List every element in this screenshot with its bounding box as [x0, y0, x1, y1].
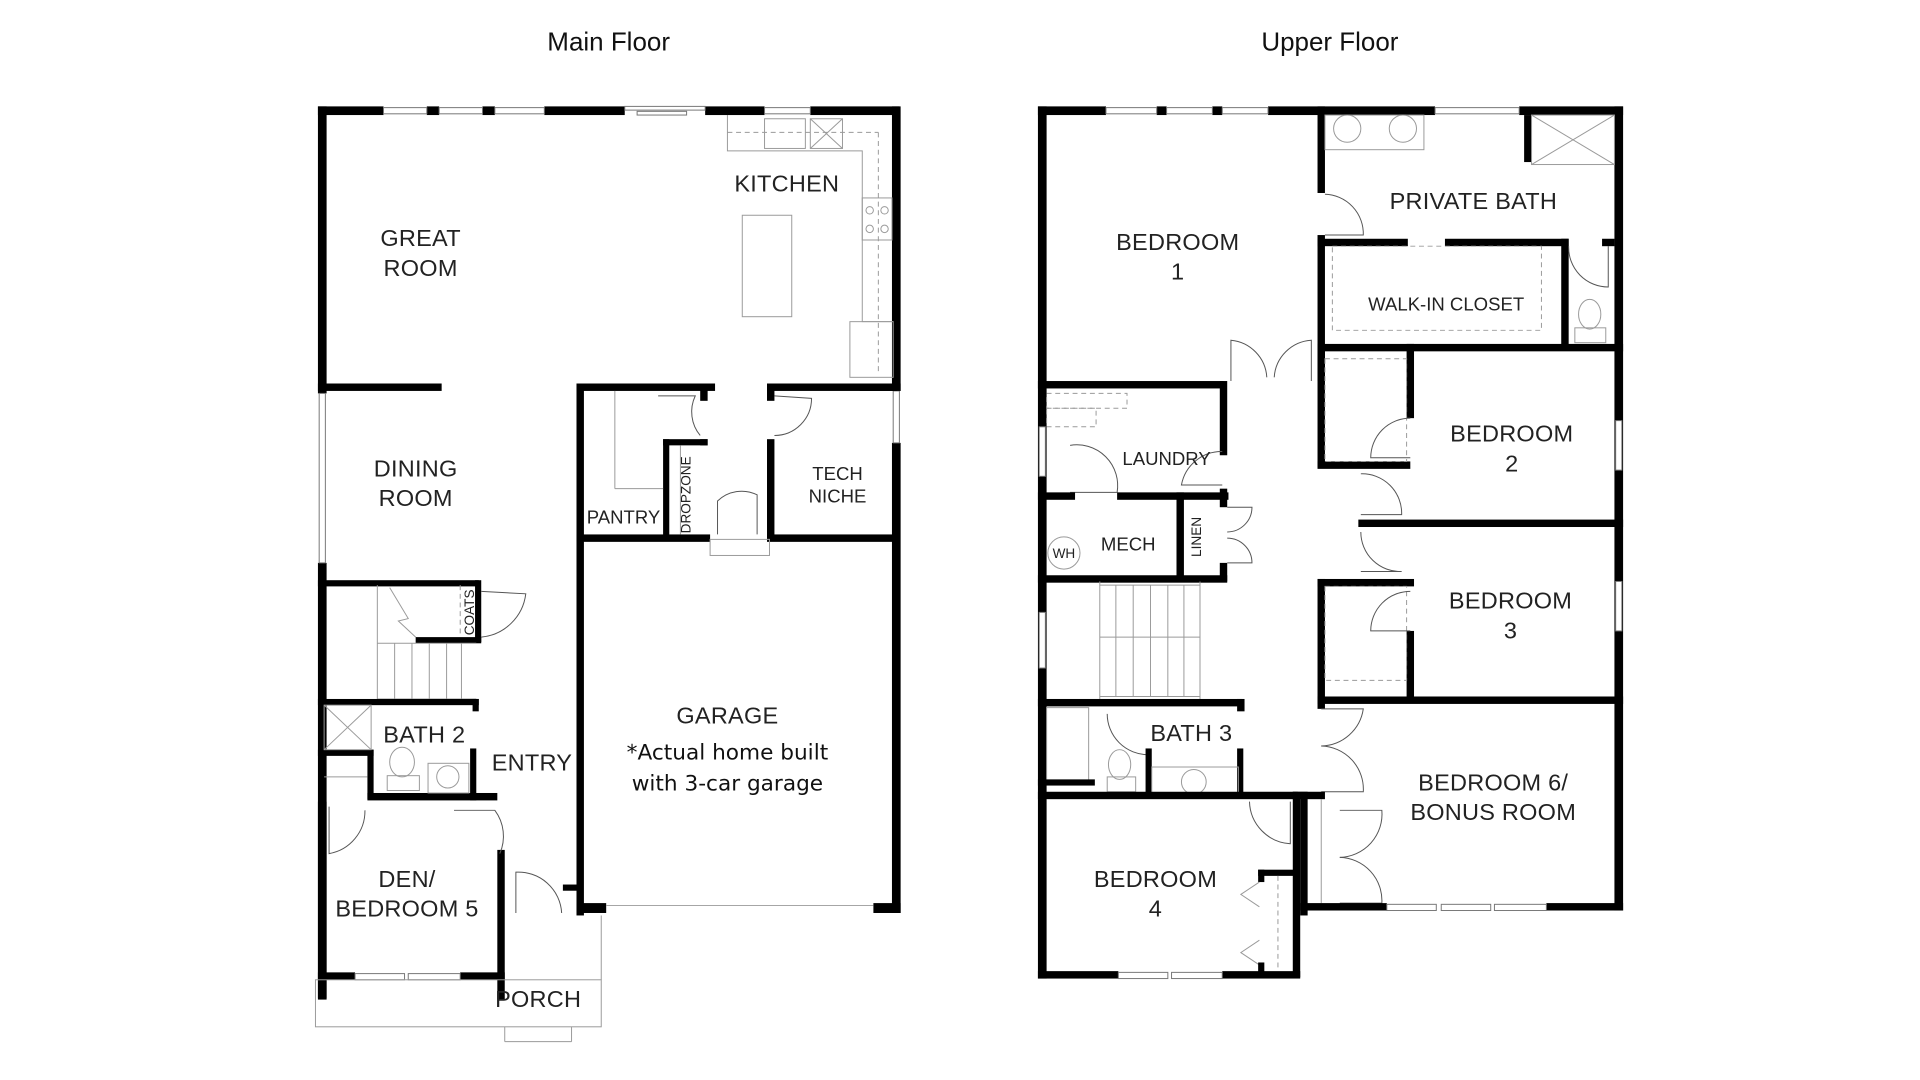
main-floor-plan — [314, 105, 901, 1043]
room-den-line1: DEN/ — [378, 866, 435, 892]
room-bedroom-6-line2: BONUS ROOM — [1410, 799, 1576, 825]
room-pantry: PANTRY — [587, 506, 661, 527]
main-floor-title: Main Floor — [547, 27, 670, 57]
room-bedroom-4-line2: 4 — [1149, 896, 1162, 922]
room-dropzone: DROPZONE — [678, 456, 693, 533]
room-laundry: LAUNDRY — [1122, 448, 1210, 469]
upper-floor-title: Upper Floor — [1261, 27, 1398, 57]
room-bedroom-3-line2: 3 — [1504, 617, 1517, 643]
room-entry: ENTRY — [492, 750, 573, 776]
garage-note-line1: *Actual home built — [627, 741, 829, 766]
room-walk-in-closet: WALK-IN CLOSET — [1368, 294, 1524, 315]
room-coats: COATS — [462, 589, 477, 635]
main-floor-labels: GREAT ROOM KITCHEN DINING ROOM PANTRY DR… — [335, 171, 866, 1012]
room-bedroom-1-line1: BEDROOM — [1116, 229, 1239, 255]
room-mech: MECH — [1101, 534, 1156, 555]
room-bedroom-2-line1: BEDROOM — [1450, 421, 1573, 447]
room-kitchen: KITCHEN — [734, 171, 839, 197]
room-bedroom-3-line1: BEDROOM — [1449, 588, 1572, 614]
upper-floor-plan — [1037, 106, 1624, 980]
room-porch: PORCH — [495, 986, 581, 1012]
garage-note-line2: with 3-car garage — [632, 772, 823, 797]
room-bedroom-6-line1: BEDROOM 6/ — [1418, 770, 1568, 796]
room-great-room-line1: GREAT — [380, 225, 460, 251]
room-dining-line1: DINING — [374, 455, 458, 481]
room-linen: LINEN — [1189, 517, 1204, 557]
room-tech-niche-line2: NICHE — [809, 485, 867, 506]
room-bedroom-1-line2: 1 — [1171, 259, 1184, 285]
room-bath-3: BATH 3 — [1150, 720, 1232, 746]
room-great-room-line2: ROOM — [384, 255, 458, 281]
room-dining-line2: ROOM — [379, 485, 453, 511]
room-bedroom-4-line1: BEDROOM — [1094, 866, 1217, 892]
room-bath-2: BATH 2 — [383, 721, 465, 747]
room-tech-niche-line1: TECH — [812, 463, 863, 484]
room-bedroom-2-line2: 2 — [1505, 450, 1518, 476]
upper-floor-labels: BEDROOM 1 PRIVATE BATH WALK-IN CLOSET LA… — [1053, 188, 1576, 922]
room-garage: GARAGE — [676, 703, 778, 729]
room-private-bath: PRIVATE BATH — [1390, 188, 1558, 214]
room-den-line2: BEDROOM 5 — [335, 896, 478, 922]
water-heater-label: WH — [1053, 546, 1076, 561]
